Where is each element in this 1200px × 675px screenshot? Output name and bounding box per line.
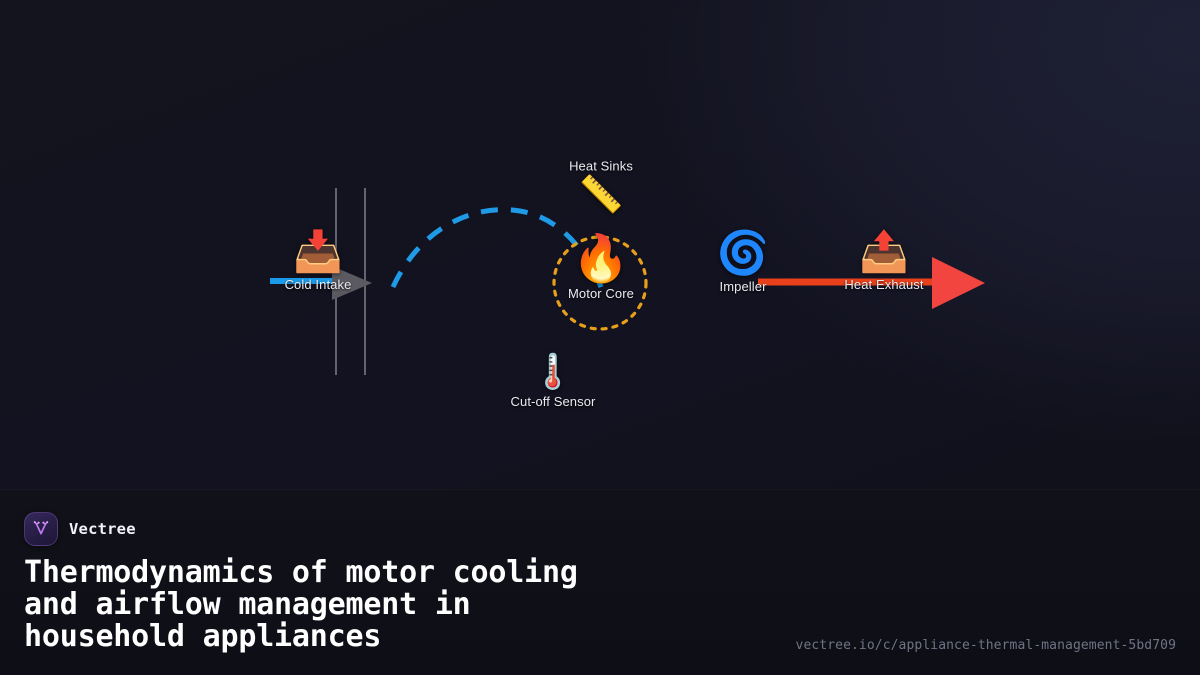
- vectree-logo-glyph: [33, 521, 49, 535]
- footer-panel: Vectree Thermodynamics of motor cooling …: [0, 489, 1200, 675]
- diagram-node-label-heat-sinks: Heat Sinks: [569, 158, 633, 174]
- diagram-node-label-cut-off-sensor: Cut-off Sensor: [510, 394, 596, 409]
- diagram-node-heat-exhaust[interactable]: 📤 Heat Exhaust: [844, 232, 923, 292]
- diagram-node-motor-core[interactable]: 🔥 Motor Core: [568, 235, 634, 301]
- ruler-icon: 📏: [578, 174, 624, 216]
- connector-airflow-arc: [390, 207, 604, 289]
- page-title: Thermodynamics of motor cooling and airf…: [24, 555, 578, 654]
- connector-exhaust-discharge-arrowhead: [932, 257, 985, 309]
- brand-row[interactable]: Vectree: [24, 512, 136, 546]
- region-motor-core-zone: [552, 235, 648, 331]
- diagram-node-label-heat-exhaust: Heat Exhaust: [844, 277, 924, 292]
- diagram-node-label-impeller: Impeller: [719, 279, 767, 294]
- diagram-canvas[interactable]: 📥 Cold Intake 📏 Heat Sinks 🔥 Motor Core …: [0, 0, 1200, 489]
- vectree-tree-logo-icon: [24, 512, 58, 546]
- diagram-node-label-cold-intake: Cold Intake: [284, 277, 352, 292]
- diagram-node-label-motor-core: Motor Core: [567, 286, 635, 301]
- diagram-node-cut-off-sensor[interactable]: 🌡️ Cut-off Sensor: [511, 355, 596, 409]
- permalink-url: vectree.io/c/appliance-thermal-managemen…: [795, 638, 1176, 653]
- outbox-tray-icon: 📤: [859, 229, 909, 275]
- inbox-tray-icon: 📥: [293, 229, 343, 275]
- cyclone-icon: 🌀: [716, 228, 770, 277]
- brand-name: Vectree: [69, 520, 136, 538]
- diagram-node-impeller[interactable]: 🌀 Impeller: [716, 228, 770, 295]
- diagram-vector-layer: [270, 188, 985, 375]
- fire-icon: 🔥: [572, 231, 630, 285]
- connector-intake-transfer-arrowhead: [332, 266, 372, 300]
- diagram-node-heat-sinks[interactable]: 📏 Heat Sinks: [569, 159, 633, 214]
- thermometer-icon: 🌡️: [531, 352, 575, 392]
- diagram-node-cold-intake[interactable]: 📥 Cold Intake: [285, 232, 352, 292]
